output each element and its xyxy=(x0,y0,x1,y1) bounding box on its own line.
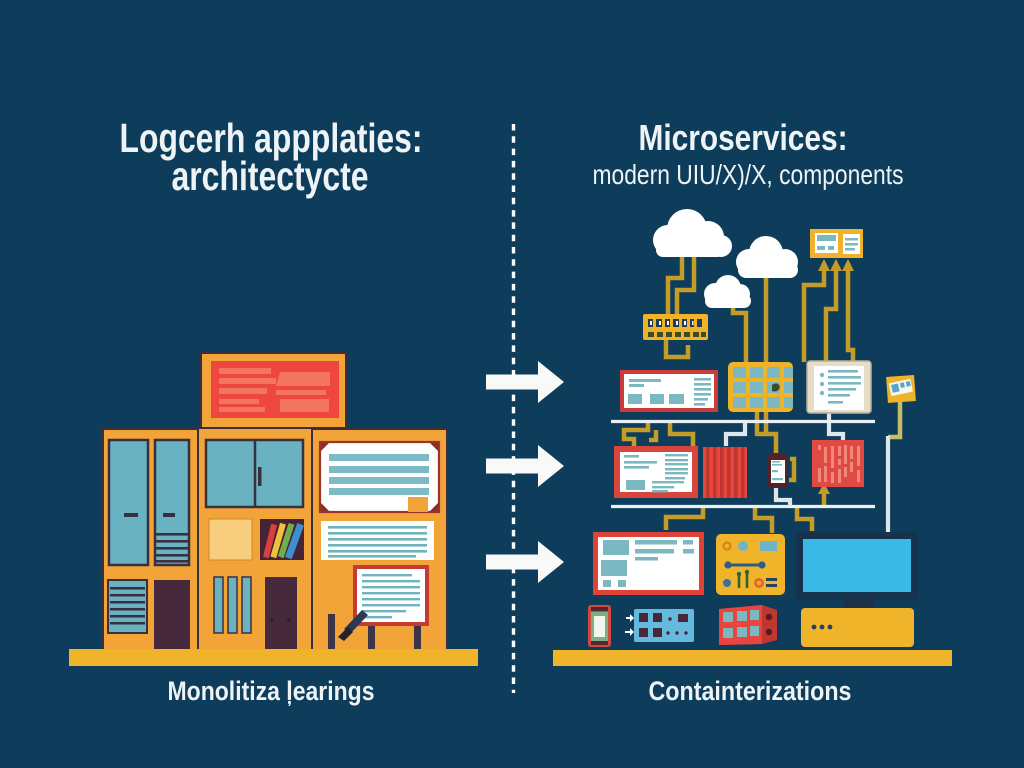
svg-text:modern UIU/X)/X, components: modern UIU/X)/X, components xyxy=(593,159,904,190)
svg-text:Containterizations: Containterizations xyxy=(649,676,852,706)
svg-text:Logcerh appplaties:: Logcerh appplaties: xyxy=(120,115,423,161)
svg-text:Microservices:: Microservices: xyxy=(639,117,848,158)
svg-text:Monolitiza ļearings: Monolitiza ļearings xyxy=(168,676,375,706)
svg-text:architectycte: architectycte xyxy=(172,153,369,199)
